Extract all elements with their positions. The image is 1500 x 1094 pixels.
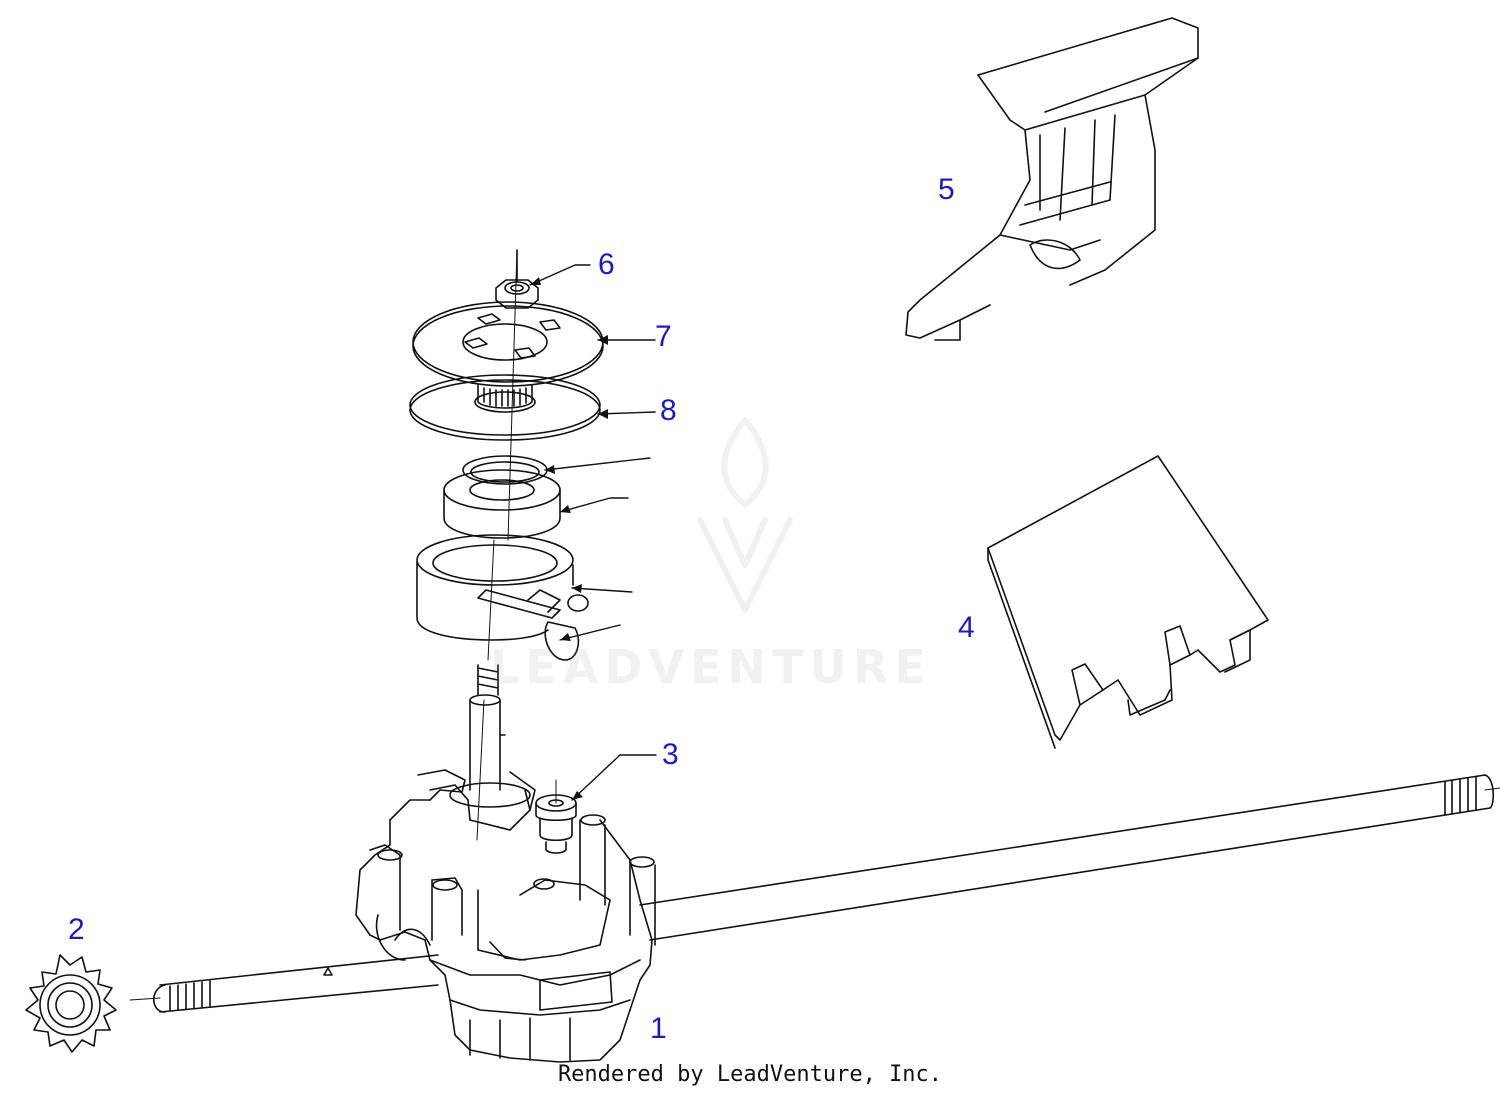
part-8-pulley-lower bbox=[409, 374, 601, 441]
bearing bbox=[443, 469, 561, 539]
center-axis-line bbox=[476, 249, 518, 841]
callout-2: 2 bbox=[68, 913, 85, 946]
part-5-cover-bracket bbox=[905, 17, 1199, 341]
leader-3 bbox=[571, 754, 657, 801]
leader-snap-ring bbox=[544, 457, 651, 471]
bearing-housing bbox=[416, 534, 589, 661]
callout-7: 7 bbox=[655, 320, 672, 353]
leader-lines bbox=[529, 264, 657, 801]
leader-bearing bbox=[559, 497, 629, 513]
part-2-gear bbox=[25, 954, 117, 1053]
leader-clamp bbox=[559, 624, 621, 641]
leader-housing bbox=[571, 587, 633, 593]
part-1-transmission-housing bbox=[355, 769, 656, 1063]
callout-8: 8 bbox=[660, 394, 677, 427]
callout-3: 3 bbox=[662, 738, 679, 771]
axle bbox=[129, 774, 1500, 1013]
leader-arrowheads bbox=[530, 277, 608, 800]
callout-6: 6 bbox=[598, 248, 615, 281]
watermark-logo bbox=[697, 417, 793, 613]
watermark-text: LEADVENTURE bbox=[490, 640, 932, 694]
leader-6 bbox=[529, 264, 591, 286]
callout-5: 5 bbox=[938, 173, 955, 206]
part-4-plate bbox=[987, 455, 1269, 749]
part-3-breather-plug bbox=[535, 779, 577, 854]
pulley-hub bbox=[477, 384, 533, 409]
part-7-pulley-upper bbox=[412, 301, 604, 387]
render-credit: Rendered by LeadVenture, Inc. bbox=[557, 1062, 943, 1087]
callout-4: 4 bbox=[958, 611, 975, 644]
input-shaft bbox=[469, 664, 506, 791]
callout-1: 1 bbox=[650, 1012, 667, 1045]
